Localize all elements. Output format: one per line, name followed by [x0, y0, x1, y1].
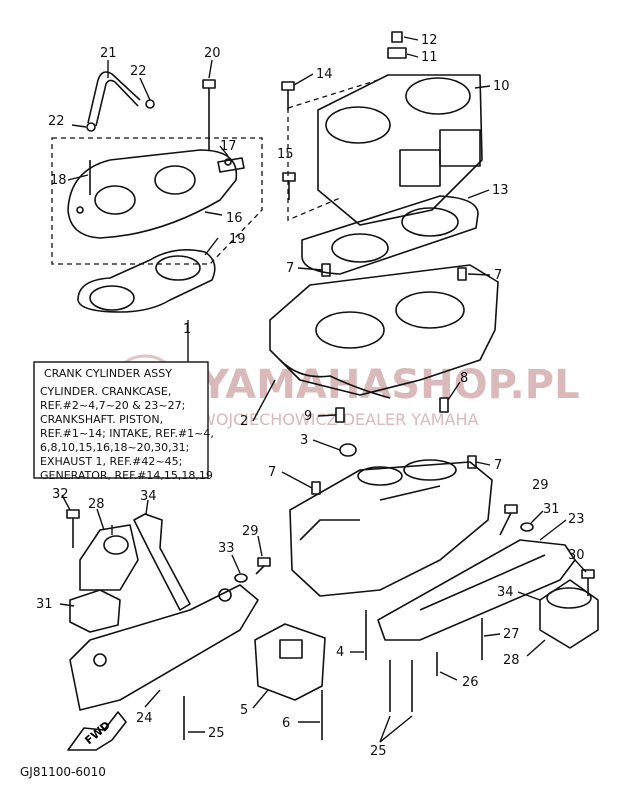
callout-3: 3: [300, 433, 308, 448]
pin-part-8: [439, 397, 449, 413]
rubber-mount-part-28-left: [79, 524, 139, 591]
callout-34-left: 34: [140, 489, 157, 504]
diagram-code: GJ81100-6010: [20, 765, 106, 779]
callout-25a: 25: [208, 726, 225, 741]
gasket-part-19: [77, 249, 216, 313]
callout-9: 9: [304, 409, 312, 424]
cylinder-part-10: [317, 74, 483, 226]
plate-part-11: [387, 47, 407, 59]
callout-14: 14: [316, 67, 333, 82]
intake-cover-part-16: [67, 149, 238, 239]
callout-23: 23: [568, 512, 585, 527]
callout-11: 11: [421, 50, 438, 65]
info-box-line-1: CYLINDER. CRANKCASE,: [40, 385, 171, 398]
callout-22b: 22: [48, 114, 65, 129]
callout-7d: 7: [494, 458, 502, 473]
bolt-part-30: [581, 569, 595, 596]
fwd-arrow: FWD: [67, 711, 127, 751]
watermark-line2: WOJCIECHOWICZ DEALER YAMAHA: [200, 410, 479, 429]
info-box-title: CRANK CYLINDER ASSY: [44, 367, 172, 380]
callout-33: 33: [218, 541, 235, 556]
cylinder-gasket-part-13: [301, 195, 479, 275]
watermark: YAMAHASHOP.PL WOJCIECHOWICZ DEALER YAMAH…: [109, 354, 580, 429]
bracket-part-34-left: [133, 513, 191, 611]
callout-18: 18: [50, 173, 67, 188]
callout-27: 27: [503, 627, 520, 642]
bolt-part-20: [202, 79, 216, 150]
bolt-part-29-left: [255, 557, 271, 575]
callout-31-left: 31: [36, 597, 53, 612]
callout-5: 5: [240, 703, 248, 718]
leader-lines: [59, 36, 587, 743]
callout-34-right: 34: [497, 585, 514, 600]
bolt-part-15: [282, 172, 296, 200]
dowel-part-7c: [311, 481, 321, 495]
callout-15: 15: [277, 147, 294, 162]
callout-10: 10: [493, 79, 510, 94]
info-box-frame: [33, 361, 209, 479]
info-box-line-6: EXHAUST 1, REF.#42~45;: [40, 455, 182, 468]
clamp-part-22a: [145, 99, 155, 109]
watermark-line1: YAMAHASHOP.PL: [199, 362, 580, 408]
callout-2: 2: [240, 414, 248, 429]
callout-25b: 25: [370, 744, 387, 759]
washer-part-31-right: [520, 522, 534, 532]
callout-1: 1: [183, 322, 191, 337]
upper-crankcase-part-2: [269, 264, 499, 399]
washer-part-33: [234, 573, 248, 583]
callout-12: 12: [421, 33, 438, 48]
engine-mount-part-24: [69, 584, 259, 711]
clamp-part-22b: [86, 122, 96, 132]
callout-30: 30: [568, 548, 585, 563]
callout-6: 6: [282, 716, 290, 731]
mount-block-part-5: [254, 623, 326, 701]
screw-part-12: [391, 31, 403, 43]
bolt-part-14: [281, 81, 295, 110]
callout-21: 21: [100, 46, 117, 61]
callout-24: 24: [136, 711, 153, 726]
bolt-part-29-right: [499, 504, 518, 536]
callout-numbers: 21 22 20 22 18 17 16 19 1 12 11 10 14 15…: [36, 33, 585, 759]
callout-29-right: 29: [532, 478, 549, 493]
lower-crankcase: [289, 459, 493, 597]
info-box-line-4: REF.#1~14; INTAKE, REF.#1~4,: [40, 427, 214, 440]
callout-13: 13: [492, 183, 509, 198]
info-box: CRANK CYLINDER ASSY CYLINDER. CRANKCASE,…: [33, 361, 214, 482]
bolt-part-32: [66, 509, 80, 548]
callout-16: 16: [226, 211, 243, 226]
callout-22a: 22: [130, 64, 147, 79]
callout-7a: 7: [286, 261, 294, 276]
engine-mount-part-23: [377, 539, 576, 641]
fitting-part-17: [217, 157, 245, 173]
info-box-line-5: 6,8,10,15,16,18~20,30,31;: [40, 441, 189, 454]
callout-26: 26: [462, 675, 479, 690]
callout-19: 19: [229, 232, 246, 247]
info-box-line-7: GENERATOR, REF.#14,15,18,19: [40, 469, 213, 482]
intake-group-dashed-box: [51, 137, 263, 265]
callout-29-left: 29: [242, 524, 259, 539]
callout-28-right: 28: [503, 653, 520, 668]
callout-8: 8: [460, 371, 468, 386]
callout-20: 20: [204, 46, 221, 61]
plate-part-31-left: [69, 589, 121, 633]
callout-4: 4: [336, 645, 344, 660]
callout-28-left: 28: [88, 497, 105, 512]
info-box-line-3: CRANKSHAFT. PISTON,: [40, 413, 163, 426]
info-box-line-2: REF.#2~4,7~20 & 23~27;: [40, 399, 185, 412]
callout-7c: 7: [268, 465, 276, 480]
cylinder-group-dashed-lines: [287, 79, 379, 221]
callout-17: 17: [220, 139, 237, 154]
rubber-mount-part-28-right: [539, 579, 599, 649]
dowel-part-7a: [321, 263, 331, 277]
dowel-part-7b: [457, 267, 467, 281]
bearing-part-3: [339, 443, 357, 457]
callout-32: 32: [52, 487, 69, 502]
callout-31-right: 31: [543, 502, 560, 517]
hose-part-21: [87, 71, 141, 127]
callout-7b: 7: [494, 268, 502, 283]
